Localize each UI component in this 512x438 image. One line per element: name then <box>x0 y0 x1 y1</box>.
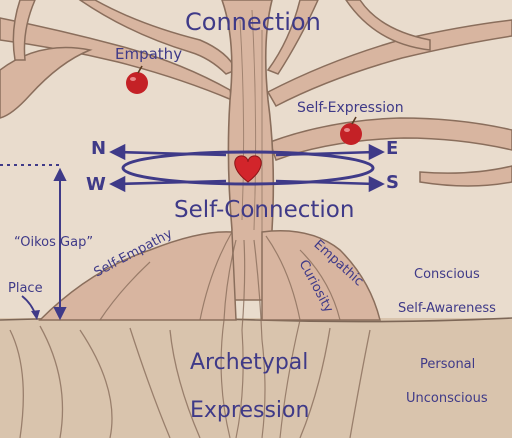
apple-icon-empathy <box>126 65 148 94</box>
label-empathy: Empathy <box>115 45 183 63</box>
label-self-awareness: Self-Awareness <box>398 301 496 316</box>
label-place: Place <box>8 281 43 296</box>
deep-roots <box>220 319 301 438</box>
root-mound-left <box>38 231 237 321</box>
tree-branches <box>0 0 512 187</box>
surface-roots <box>99 231 341 341</box>
compass-west: W <box>86 174 106 195</box>
place-arrowhead <box>31 310 40 320</box>
compass-south: S <box>386 172 399 193</box>
compass-north: N <box>91 138 107 159</box>
apple-icon-self-expression <box>340 116 362 145</box>
compass-arrows <box>109 143 385 193</box>
label-oikos-gap: “Oikos Gap” <box>14 235 94 250</box>
label-connection: Connection <box>185 8 321 36</box>
compass-ring <box>121 150 375 186</box>
compass-east: E <box>386 138 399 159</box>
label-conscious: Conscious <box>414 267 480 282</box>
oikos-gap-arrow <box>53 167 67 321</box>
heart-icon <box>234 155 262 183</box>
label-self-expression: Self-Expression <box>297 100 404 116</box>
label-personal: Personal <box>420 357 476 372</box>
label-archetypal: Archetypal <box>190 350 309 375</box>
label-self-connection: Self-Connection <box>174 197 355 223</box>
label-unconscious: Unconscious <box>406 391 488 406</box>
trunk-grain <box>239 9 263 240</box>
underground-roots <box>9 325 371 438</box>
label-expression: Expression <box>190 398 310 423</box>
